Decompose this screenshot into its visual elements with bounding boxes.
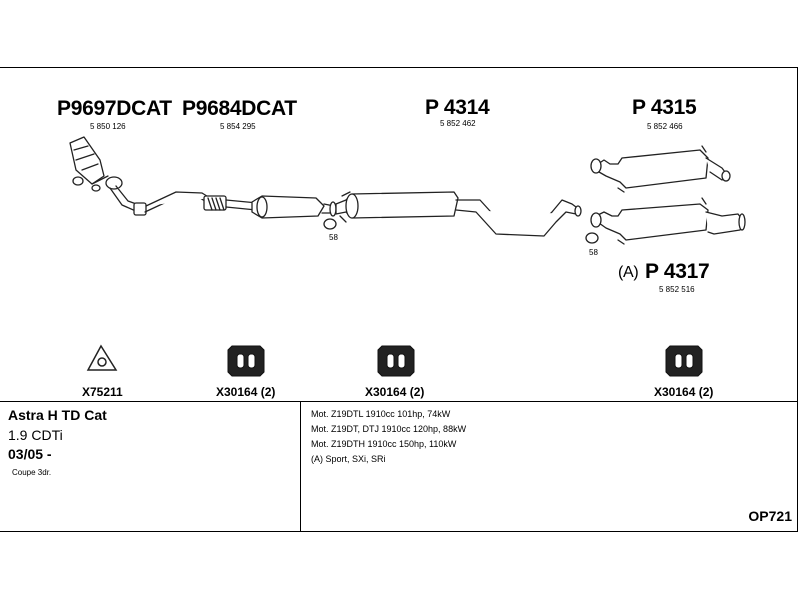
- second-catalyst-shape: [251, 195, 335, 219]
- engine-line-2: Mot. Z19DT, DTJ 1910cc 120hp, 88kW: [311, 424, 467, 434]
- part-ref-p4315: 5 852 466: [647, 122, 683, 131]
- accessory-label-x30164-2: X30164 (2): [365, 385, 425, 399]
- part-number-p9684dcat: P9684DCAT: [182, 97, 297, 120]
- part-ref-p9684dcat: 5 854 295: [220, 122, 256, 131]
- front-catalyst-shape: [69, 136, 123, 192]
- table-top-divider: [0, 401, 798, 402]
- vehicle-date: 03/05 -: [8, 446, 52, 462]
- front-pipe-shape: [109, 185, 259, 216]
- rear-silencer-p4315-shape: [590, 145, 731, 193]
- part-ref-p4317: 5 852 516: [659, 285, 695, 294]
- part-ref-p4314: 5 852 462: [440, 119, 476, 128]
- engine-line-1: Mot. Z19DTL 1910cc 101hp, 74kW: [311, 409, 451, 419]
- vehicle-body: Coupe 3dr.: [12, 468, 52, 477]
- rubber-hanger-icon: [377, 345, 415, 377]
- part-number-p9697dcat: P9697DCAT: [57, 97, 172, 120]
- table-column-divider: [300, 402, 301, 532]
- accessory-label-x75211: X75211: [82, 385, 123, 399]
- accessory-label-x30164-3: X30164 (2): [654, 385, 714, 399]
- gasket-icon: [86, 344, 118, 371]
- rear-silencer-p4317-shape: [590, 197, 746, 245]
- clamp-shape-left: [323, 201, 337, 230]
- vehicle-model: Astra H TD Cat: [8, 407, 107, 423]
- engine-line-3: Mot. Z19DTH 1910cc 150hp, 110kW: [311, 439, 457, 449]
- clamp-label-right: 58: [589, 248, 598, 257]
- rubber-hanger-icon: [227, 345, 265, 377]
- clamp-shape-right: [585, 232, 599, 244]
- part-ref-p9697dcat: 5 850 126: [90, 122, 126, 131]
- part-number-p4317: P 4317: [645, 260, 710, 283]
- diagram-code: OP721: [748, 508, 792, 524]
- engine-line-4: (A) Sport, SXi, SRi: [311, 454, 386, 464]
- part-prefix-p4317: (A): [618, 264, 639, 281]
- clamp-label-left: 58: [329, 233, 338, 242]
- vehicle-engine-size: 1.9 CDTi: [8, 427, 63, 443]
- diagram-sheet: [0, 67, 798, 532]
- centre-silencer-shape: [335, 191, 582, 237]
- rubber-hanger-icon: [665, 345, 703, 377]
- part-number-p4314: P 4314: [425, 96, 490, 119]
- part-number-p4315: P 4315: [632, 96, 697, 119]
- accessory-label-x30164-1: X30164 (2): [216, 385, 276, 399]
